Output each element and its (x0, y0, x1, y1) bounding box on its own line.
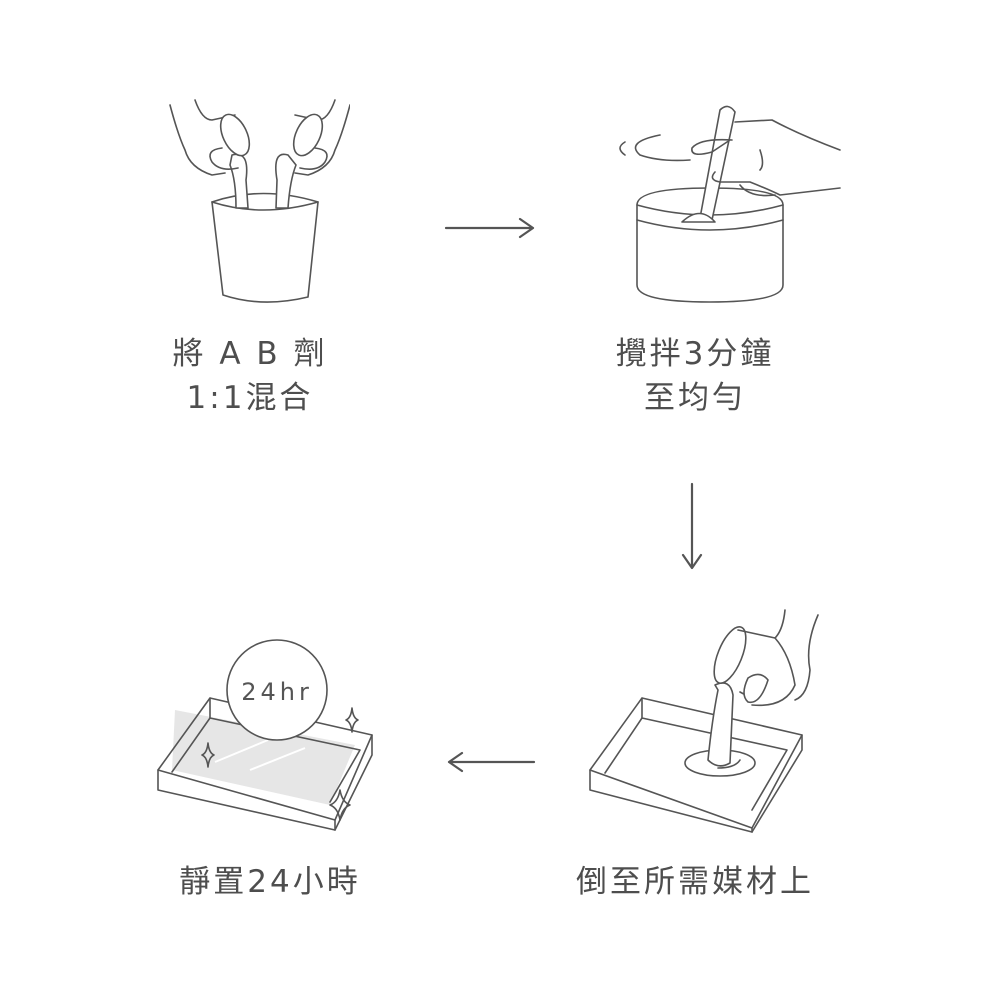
step-stir-caption: 攪拌3分鐘 至均勻 (595, 332, 795, 420)
hand-pouring-into-tray-icon (589, 609, 819, 833)
hand-stirring-jar-icon (619, 105, 841, 303)
step-stir-line-2: 至均勻 (644, 380, 746, 416)
arrow-down-icon (677, 478, 707, 582)
step-mix-line-1: 將 A B 劑 (172, 336, 328, 372)
arrow-left-icon (441, 747, 541, 781)
timer-badge: 24hr (241, 678, 313, 706)
step-stir-line-1: 攪拌3分鐘 (615, 336, 775, 372)
step-cure-caption: 靜置24小時 (150, 860, 390, 904)
tray-with-timer-icon: 24hr (157, 639, 373, 831)
step-cure-line-1: 靜置24小時 (179, 864, 361, 900)
two-hands-pouring-into-cup-icon (169, 99, 350, 303)
step-mix-line-2: 1:1混合 (186, 380, 314, 416)
step-pour-caption: 倒至所需媒材上 (545, 860, 845, 904)
pour-illustration (580, 600, 840, 840)
arrow-right-icon (440, 213, 540, 247)
stir-illustration (600, 80, 850, 310)
mix-illustration (150, 90, 350, 320)
step-mix-caption: 將 A B 劑 1:1混合 (150, 332, 350, 420)
cure-illustration: 24hr (150, 630, 390, 840)
step-pour-line-1: 倒至所需媒材上 (576, 864, 814, 900)
